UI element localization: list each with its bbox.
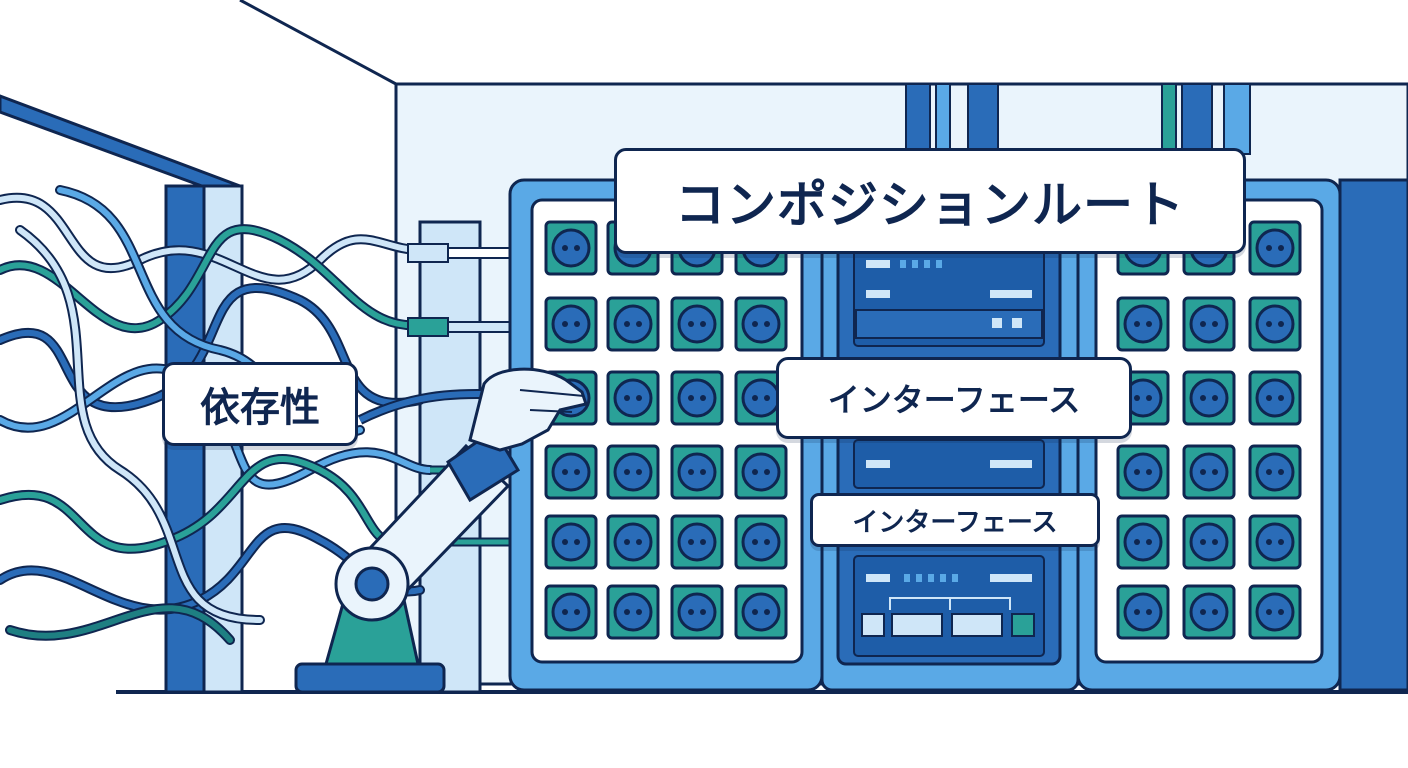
socket-icon [544, 514, 598, 570]
socket-icon [1116, 584, 1170, 640]
interface-label-secondary: インターフェース [810, 493, 1100, 547]
socket-icon [1182, 584, 1236, 640]
socket-icon [1182, 444, 1236, 500]
socket-icon [1248, 514, 1302, 570]
robot-arm-icon [294, 367, 588, 694]
socket-icon [606, 444, 660, 500]
socket-icon [1248, 370, 1302, 426]
socket-icon [1248, 296, 1302, 352]
dependency-label: 依存性 [162, 362, 358, 446]
socket-icon [1116, 444, 1170, 500]
socket-icon [670, 584, 724, 640]
socket-icon [1182, 296, 1236, 352]
socket-icon [606, 296, 660, 352]
socket-icon [670, 370, 724, 426]
socket-icon [1248, 444, 1302, 500]
socket-icon [1182, 370, 1236, 426]
socket-icon [670, 514, 724, 570]
socket-panel-left [508, 178, 824, 692]
socket-icon [544, 444, 598, 500]
interface-label-primary: インターフェース [776, 357, 1132, 439]
socket-icon [1248, 220, 1302, 276]
socket-icon [734, 296, 788, 352]
socket-icon [544, 220, 598, 276]
composition-root-label: コンポジションルート [614, 148, 1246, 254]
socket-icon [606, 514, 660, 570]
socket-icon [734, 584, 788, 640]
socket-icon [544, 296, 598, 352]
socket-icon [670, 296, 724, 352]
socket-icon [606, 584, 660, 640]
socket-panel-right [1076, 178, 1408, 692]
socket-icon [734, 444, 788, 500]
socket-icon [1116, 514, 1170, 570]
socket-icon [734, 514, 788, 570]
socket-icon [544, 584, 598, 640]
socket-icon [1248, 584, 1302, 640]
server-rack-icon [820, 230, 1080, 692]
socket-icon [1182, 514, 1236, 570]
cable-tangle-icon [0, 185, 435, 645]
socket-icon [1116, 296, 1170, 352]
socket-icon [670, 444, 724, 500]
socket-icon [734, 370, 788, 426]
socket-icon [606, 370, 660, 426]
